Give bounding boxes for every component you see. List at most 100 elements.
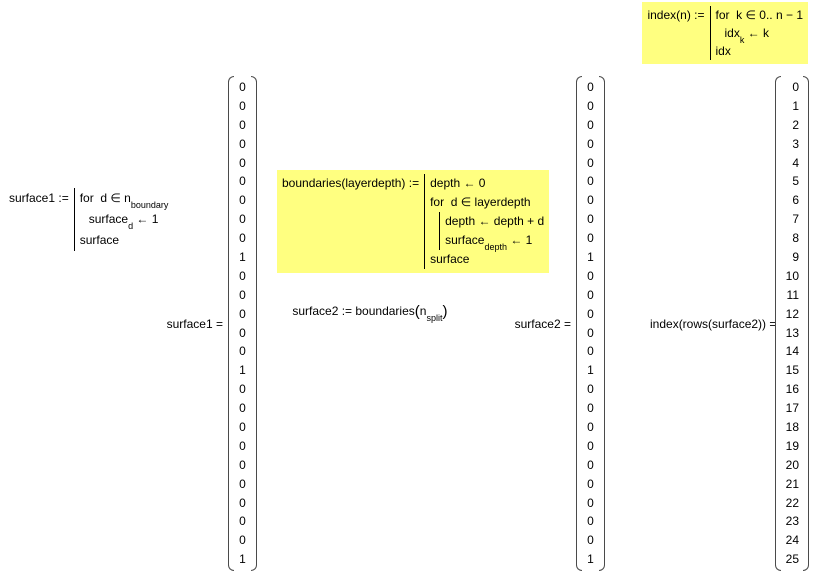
left-paren — [228, 76, 234, 572]
for-loop-line: for d ∈ nboundary — [79, 188, 169, 211]
index-def-lhs: index(n) := — [647, 8, 705, 22]
vector-cell: 0 — [587, 514, 594, 529]
vector-cell: 6 — [792, 193, 799, 208]
vector-cell: 0 — [239, 495, 246, 510]
vector-cell: 0 — [587, 117, 594, 132]
boundaries-def-lhs: boundaries(layerdepth) := — [282, 176, 420, 190]
assign-line: idxk ← k — [716, 24, 804, 46]
for-body-block: depth ← depth + d surfacedepth ← 1 — [439, 212, 545, 253]
assign-rest: ← 1 — [133, 212, 159, 226]
vector-cell: 0 — [587, 420, 594, 435]
vector-cell: 1 — [239, 552, 246, 567]
vector-cell: 0 — [587, 325, 594, 340]
vector-cell: 0 — [239, 155, 246, 170]
region-surface2-assignment[interactable]: surface2 := boundaries(nsplit) — [279, 288, 447, 333]
result-label-index: index(rows(surface2)) = — [650, 316, 777, 331]
vector-cell: 0 — [239, 325, 246, 340]
vector-cell: 0 — [587, 306, 594, 321]
vector-cell: 0 — [587, 344, 594, 359]
vector-cell: 0 — [587, 533, 594, 548]
vector-cell: 0 — [239, 401, 246, 416]
assign-base: surface — [445, 233, 485, 247]
vector-cell: 3 — [792, 136, 799, 151]
vector-cell: 0 — [239, 212, 246, 227]
vector-cell: 20 — [785, 457, 799, 472]
close-paren: ) — [442, 303, 448, 320]
vector-cell: 0 — [587, 382, 594, 397]
assign-line: surfacedepth ← 1 — [445, 231, 544, 253]
vector-cell: 0 — [239, 287, 246, 302]
vector-cell: 21 — [785, 476, 799, 491]
vector-cell: 0 — [239, 268, 246, 283]
vector-cell: 1 — [792, 98, 799, 113]
vector-cell: 0 — [239, 174, 246, 189]
return-line: surface — [430, 252, 470, 266]
assign-subscript: depth — [484, 242, 507, 253]
vector-cell: 5 — [792, 174, 799, 189]
vector-cell: 9 — [792, 250, 799, 265]
vector-cell: 0 — [239, 117, 246, 132]
vector-cell: 16 — [785, 382, 799, 397]
region-index-definition[interactable]: index(n) := for k ∈ 0.. n − 1 idxk ← k i… — [642, 2, 808, 64]
vector-cell: 0 — [239, 382, 246, 397]
assign-line: surfaced ← 1 — [80, 209, 169, 231]
vector-cell: 18 — [785, 420, 799, 435]
index-def-program: for k ∈ 0.. n − 1 idxk ← k idx — [709, 6, 804, 60]
assign-subscript: k — [739, 35, 745, 46]
vector-cell: 1 — [587, 250, 594, 265]
vector-cell: 1 — [239, 250, 246, 265]
vector-cell: 0 — [587, 401, 594, 416]
vector-cell: 0 — [587, 287, 594, 302]
surface2-assign-text: surface2 := boundaries — [292, 304, 415, 318]
surface1-def-program: for d ∈ nboundary surfaced ← 1 surface — [73, 188, 169, 251]
vector-cell: 11 — [786, 287, 799, 302]
vector-cell: 0 — [587, 268, 594, 283]
vector-cell: 0 — [239, 514, 246, 529]
return-line: idx — [715, 44, 731, 58]
for-base: for d ∈ n — [79, 191, 131, 205]
arg-base: n — [419, 304, 427, 318]
accumulate-line: depth ← depth + d — [445, 214, 545, 228]
vector-cell: 7 — [792, 212, 799, 227]
right-paren — [599, 76, 605, 572]
vector-cell: 2 — [792, 117, 799, 132]
result-label-surface2: surface2 = — [514, 316, 571, 331]
vector-cell: 0 — [239, 533, 246, 548]
vector-cell: 0 — [587, 476, 594, 491]
return-line: surface — [79, 233, 120, 247]
vector-cell: 0 — [239, 306, 246, 321]
vector-cell: 13 — [785, 325, 799, 340]
assign-rest: ← k — [744, 26, 770, 40]
vector-cell: 19 — [785, 438, 799, 453]
region-surface1-definition[interactable]: surface1 := for d ∈ nboundary surfaced ←… — [4, 184, 173, 255]
vector-cell: 0 — [239, 231, 246, 246]
vector-cell: 15 — [785, 363, 799, 378]
vector-cell: 0 — [587, 212, 594, 227]
vector-cell: 1 — [587, 363, 594, 378]
init-line: depth ← 0 — [430, 176, 486, 190]
arg-subscript: split — [426, 313, 443, 324]
open-paren: ( — [414, 303, 420, 320]
vector-cell: 0 — [239, 98, 246, 113]
vector-cell: 0 — [587, 98, 594, 113]
vector-cell: 24 — [785, 533, 799, 548]
vector-cell: 0 — [587, 457, 594, 472]
vector-cell: 0 — [587, 231, 594, 246]
vector-cell: 14 — [785, 344, 799, 359]
assign-base: surface — [88, 212, 129, 226]
vector-cell: 1 — [239, 363, 246, 378]
region-boundaries-definition[interactable]: boundaries(layerdepth) := depth ← 0 for … — [277, 170, 550, 273]
for-subscript: boundary — [130, 200, 169, 211]
right-paren — [803, 76, 809, 572]
vector-cell: 0 — [239, 193, 246, 208]
vector-cell: 1 — [587, 552, 594, 567]
